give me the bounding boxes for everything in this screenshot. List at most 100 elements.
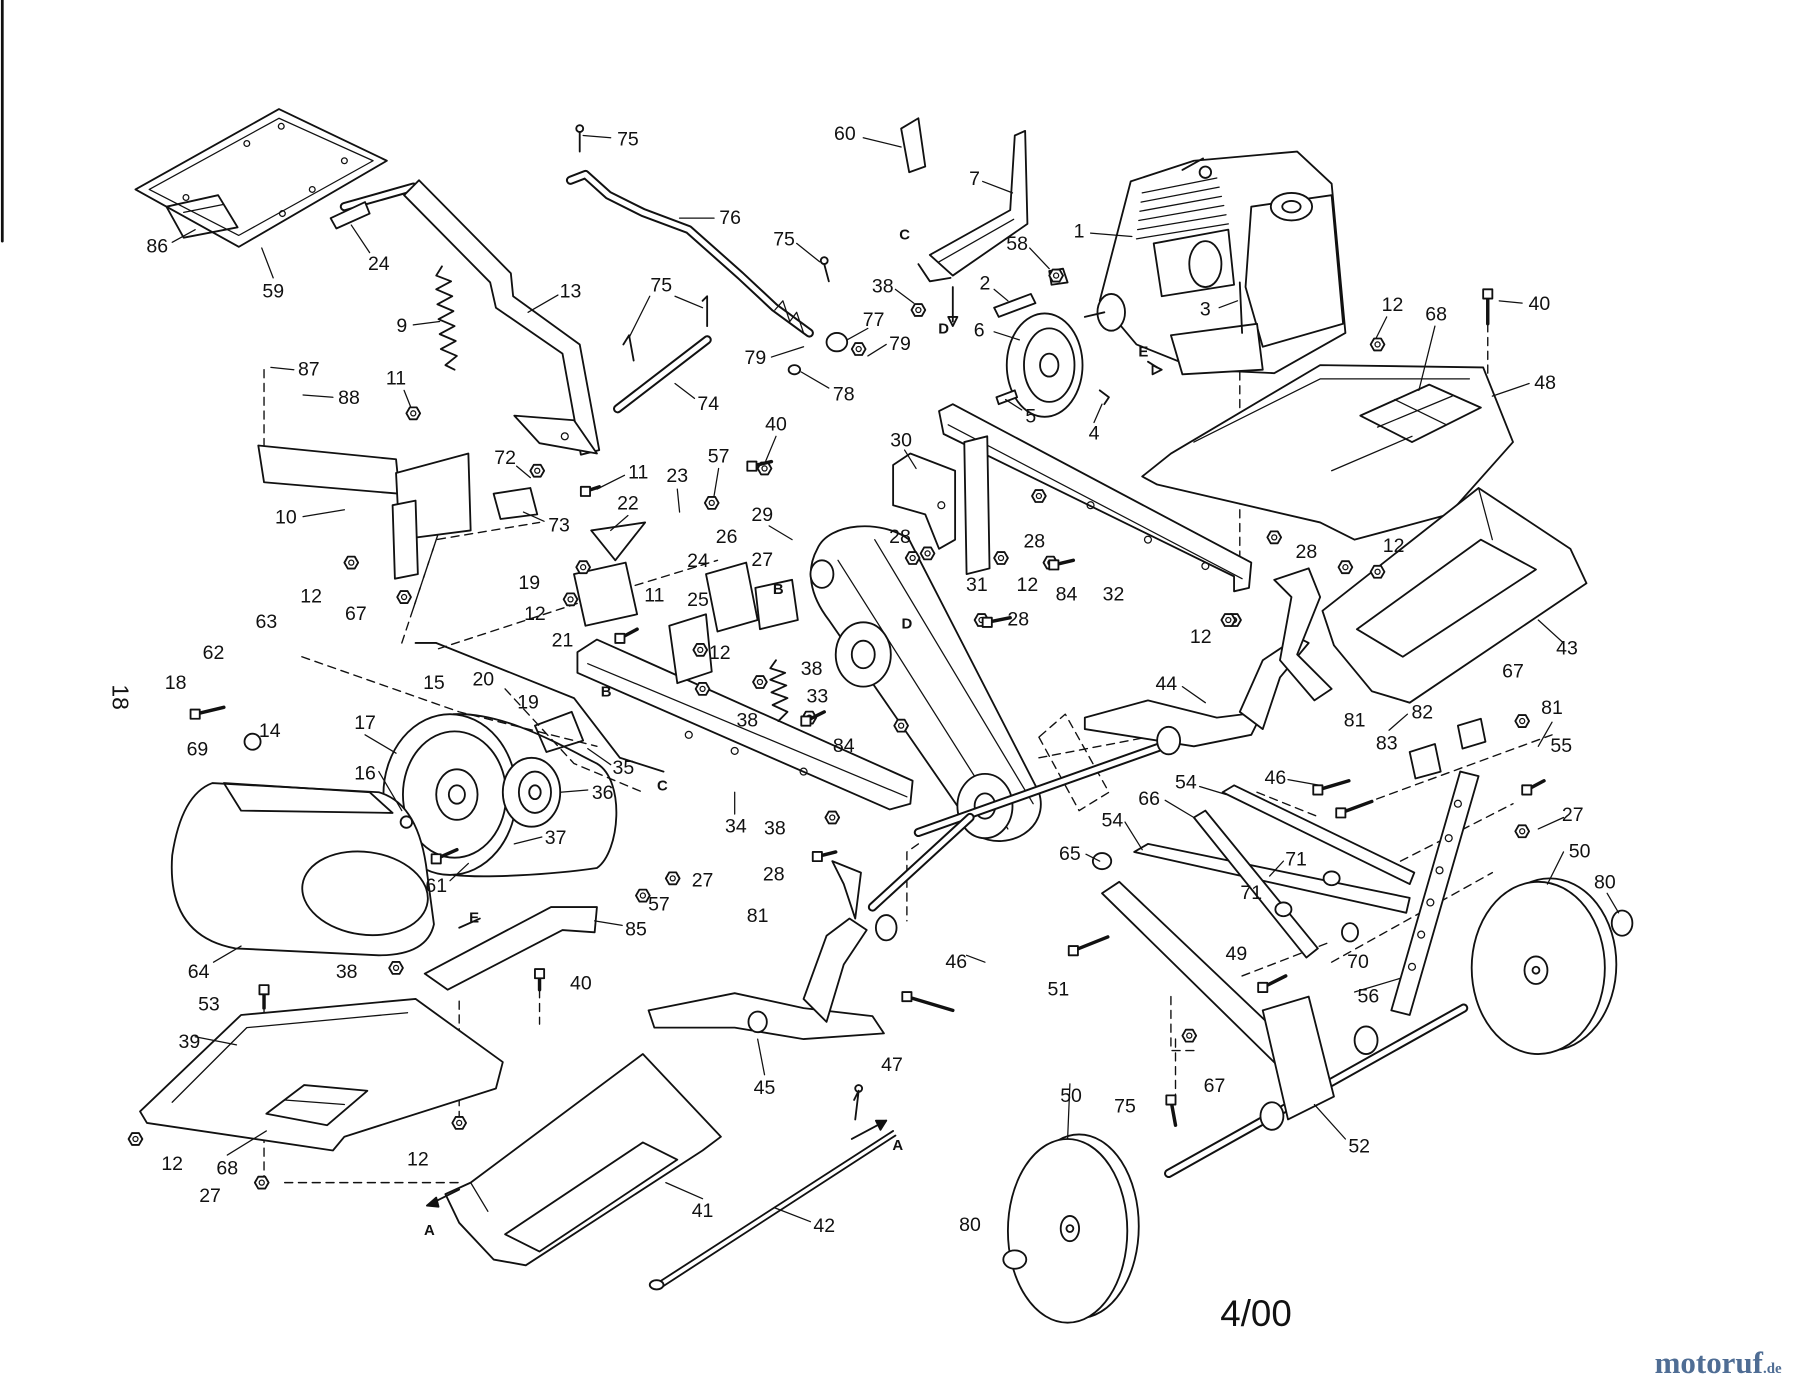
part-number-callout: 51: [1048, 978, 1070, 1000]
part-number-callout: 18: [165, 672, 187, 694]
part-number-callout: 38: [801, 658, 823, 680]
part-number-callout: 24: [687, 550, 709, 572]
front-shield-drawing: [444, 1053, 722, 1267]
part-number-callout: 73: [548, 515, 570, 537]
part-number-callout: 61: [425, 875, 447, 897]
part-number-callout: 62: [203, 642, 225, 664]
fastener-hardware: [127, 268, 1546, 1190]
part-number-callout: 40: [765, 414, 787, 436]
part-number-callout: 1: [1074, 221, 1085, 243]
part-number-callout: 37: [545, 827, 567, 849]
part-number-callout: 46: [945, 951, 967, 973]
hex-nut: [850, 342, 867, 356]
part-number-callout: 57: [648, 893, 670, 915]
part-number-callout: 79: [745, 347, 767, 369]
part-number-callout: 78: [833, 384, 855, 406]
part-number-callout: 85: [625, 919, 647, 941]
part-number-callout: 84: [833, 735, 855, 757]
hex-nut: [343, 555, 360, 570]
revision-date: 4/00: [1220, 1293, 1291, 1334]
nut-bore: [909, 554, 916, 562]
hex-nut: [664, 871, 681, 886]
part-number-callout: 58: [1006, 233, 1028, 255]
nut-bore: [829, 814, 836, 821]
decal-drawing: [165, 194, 239, 239]
upper-frame-drawing: [892, 403, 1253, 593]
bolt-head: [800, 715, 812, 727]
reference-letter-callout: C: [657, 778, 668, 795]
part-number-callout: 6: [974, 319, 985, 341]
part-number-callout: 87: [298, 358, 320, 380]
nut-bore: [855, 345, 862, 353]
hex-nut: [694, 682, 711, 696]
spring-drawing: [435, 265, 458, 371]
rear-shield-drawing: [1141, 364, 1514, 541]
part-number-callout: 83: [1376, 733, 1398, 755]
bracket-26-drawing: [705, 561, 759, 633]
hex-nut: [1337, 560, 1354, 575]
nut-bore: [699, 685, 706, 693]
bolt-head: [1048, 559, 1060, 571]
bolt-head: [189, 708, 201, 720]
bolt-head: [534, 968, 546, 980]
part-number-callout: 21: [552, 629, 574, 651]
part-number-callout: 40: [570, 973, 592, 995]
nut-bore: [258, 1179, 265, 1186]
part-number-callout: 86: [146, 236, 168, 258]
part-number-callout: 46: [1265, 767, 1287, 789]
part-number-callout: 28: [1023, 531, 1045, 553]
part-number-callout: 48: [1534, 372, 1556, 394]
hex-nut: [752, 675, 768, 689]
hex-nut: [1266, 530, 1283, 545]
part-number-callout: 88: [338, 387, 360, 409]
tine-assembly-drawing: [647, 567, 1333, 1041]
part-number-callout: 65: [1059, 843, 1081, 865]
part-number-callout: 67: [1204, 1075, 1226, 1097]
part-number-callout: 28: [889, 526, 911, 548]
reference-letter-callout: B: [601, 683, 612, 700]
reference-letter-callout: C: [899, 226, 910, 243]
shift-bracket-drawing: [900, 117, 1029, 328]
hex-nut: [893, 718, 909, 733]
part-number-callout: 12: [524, 603, 546, 625]
part-number-callout: 59: [262, 280, 284, 302]
nut-bore: [915, 306, 922, 314]
mounting-plate-drawing: [134, 108, 388, 248]
hex-nut: [703, 496, 720, 510]
part-number-callout: 11: [644, 585, 664, 607]
part-number-callout: 16: [354, 763, 376, 785]
part-number-callout: 14: [259, 720, 281, 742]
part-number-callout: 71: [1285, 849, 1307, 871]
part-number-callout: 53: [198, 993, 220, 1015]
part-number-callout: 17: [354, 712, 376, 734]
part-number-callout: 25: [687, 589, 709, 611]
part-number-callout: 55: [1550, 735, 1572, 757]
wheel-axle-drawing: [1164, 995, 1469, 1179]
hex-nut: [1514, 714, 1531, 728]
part-number-callout: 66: [1138, 788, 1160, 810]
part-number-callout: 70: [1347, 951, 1369, 973]
watermark-tld: .de: [1763, 1361, 1782, 1377]
decal-60-drawing: [900, 117, 927, 174]
hex-nut: [1048, 268, 1064, 283]
nut-bore: [1225, 616, 1232, 624]
nut-bore: [897, 722, 905, 729]
part-number-callout: 64: [188, 961, 210, 983]
part-number-callout: 81: [1344, 710, 1366, 732]
part-number-callout: 29: [751, 504, 773, 526]
bolt-head: [579, 485, 591, 497]
part-number-callout: 50: [1569, 841, 1591, 863]
bolt-head: [258, 984, 270, 996]
part-number-callout: 22: [617, 493, 639, 515]
part-number-callout: 38: [872, 276, 894, 298]
engine-pulley-drawing: [993, 267, 1110, 418]
part-number-callout: 26: [716, 526, 738, 548]
part-number-callout: 12: [1382, 294, 1404, 316]
wheel-right-drawing: [1470, 877, 1634, 1055]
part-number-callout: 23: [666, 465, 688, 487]
hex-nut: [529, 463, 546, 478]
nut-bore: [1519, 828, 1526, 835]
bolt-head: [1521, 784, 1533, 796]
part-number-callout: 3: [1200, 299, 1211, 321]
